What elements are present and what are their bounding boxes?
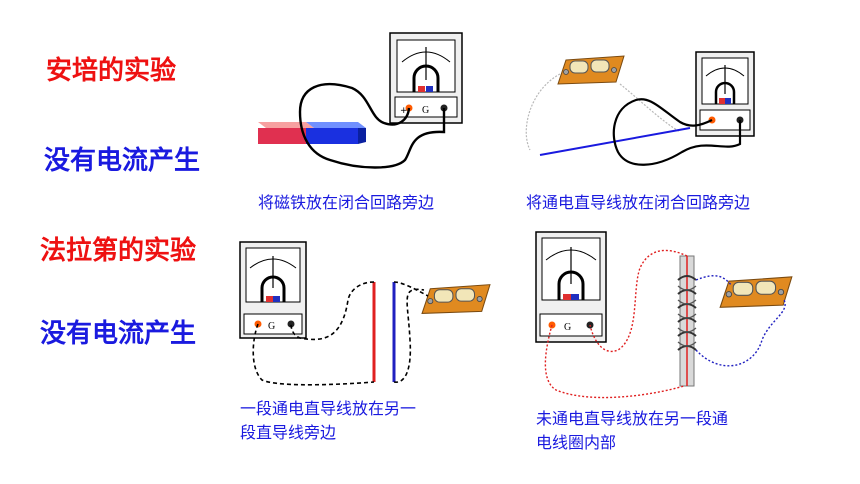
red-dotted-wire (544, 249, 688, 399)
closed-loop-wire-1 (298, 83, 446, 169)
galvanometer-3: G (239, 241, 307, 339)
battery-3 (719, 276, 793, 308)
bar-magnet (258, 122, 366, 144)
meter-plus-sign-1: + (400, 106, 408, 116)
meter-g-letter-4: G (564, 322, 571, 333)
ampere-experiment-title: 安培的实验 (46, 56, 177, 86)
caption-wire-near-wire-line1: 一段通电直导线放在另一 (240, 399, 417, 418)
coil-with-rod (677, 255, 697, 387)
faraday-experiment-title: 法拉第的实验 (40, 236, 197, 266)
galvanometer-4: G (535, 231, 607, 343)
galvanometer-1: G + (389, 32, 463, 124)
no-current-label-1: 没有电流产生 (44, 146, 201, 176)
blue-dotted-wire (695, 275, 786, 367)
caption-magnet-near-loop: 将磁铁放在闭合回路旁边 (258, 193, 435, 212)
meter-g-letter-3: G (268, 321, 275, 332)
caption-wire-in-coil-line2: 电线圈内部 (536, 433, 617, 452)
panel-magnet-near-loop: G + (258, 32, 463, 169)
closed-loop-wire-2 (612, 98, 742, 166)
panel-wire-in-coil: G (535, 231, 793, 399)
battery-2 (421, 284, 491, 314)
caption-wire-in-coil-line1: 未通电直导线放在另一段通 (536, 409, 729, 428)
panel-wire-near-wire: G (239, 241, 491, 386)
no-current-label-2: 没有电流产生 (40, 319, 197, 349)
battery-1 (557, 55, 625, 85)
caption-wire-near-loop: 将通电直导线放在闭合回路旁边 (526, 193, 751, 212)
dashed-loop-wire (252, 281, 375, 386)
faint-battery-wire (525, 73, 681, 151)
meter-g-letter-1: G (422, 105, 429, 116)
dashed-battery-wire (393, 281, 429, 383)
panel-wire-near-loop (525, 51, 755, 166)
caption-wire-near-wire-line2: 段直导线旁边 (240, 423, 337, 442)
